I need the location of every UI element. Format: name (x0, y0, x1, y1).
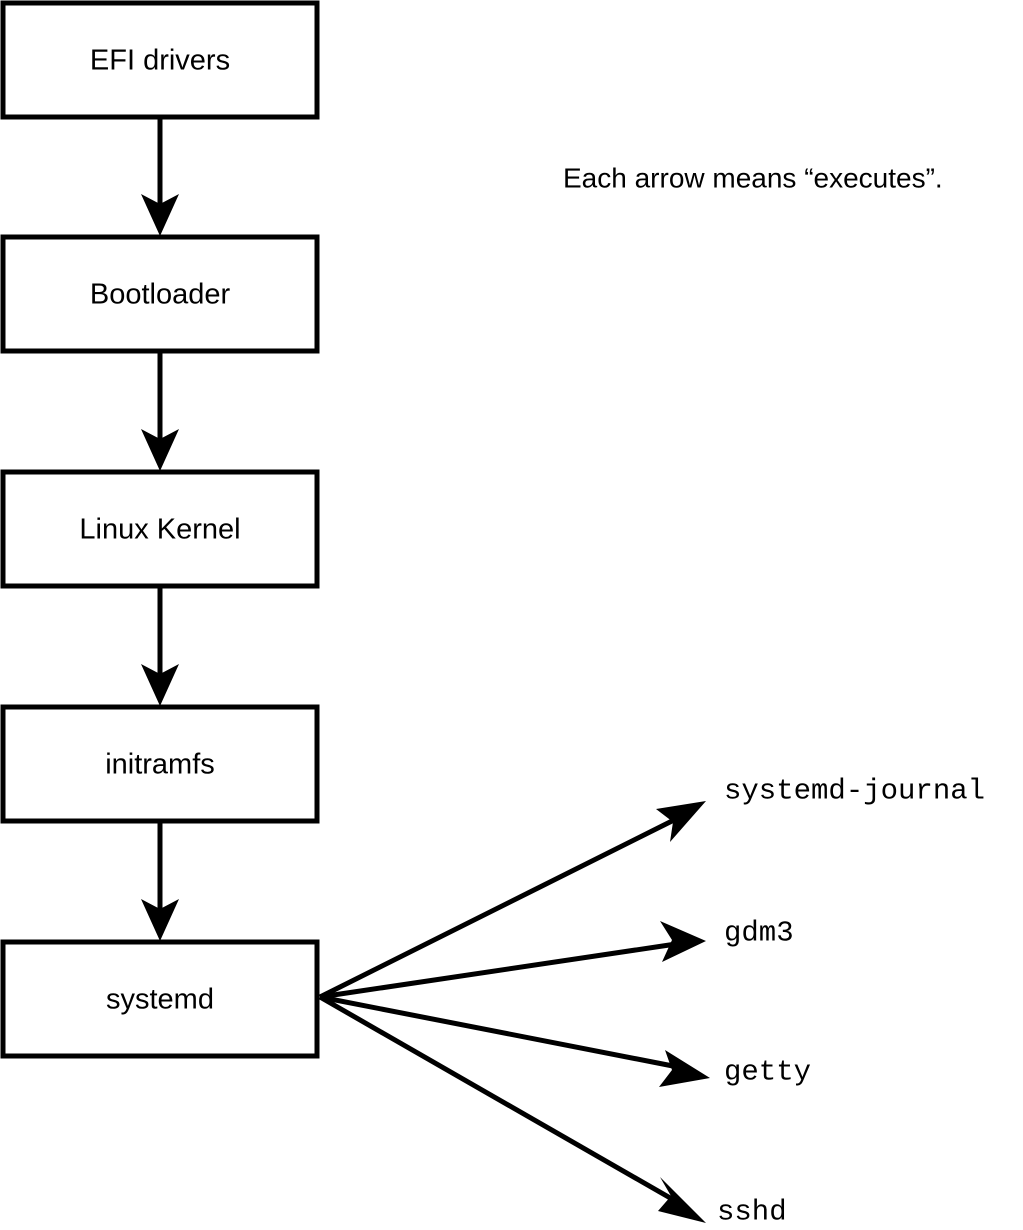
node-bootloader[interactable]: Bootloader (0, 234, 320, 354)
arrow-systemd-to-sshd (318, 994, 706, 1223)
arrow-shaft (318, 994, 674, 1202)
legend-caption: Each arrow means “executes”. (563, 162, 943, 193)
arrow-head (141, 899, 179, 941)
service-label-systemd-journal: systemd-journal (724, 775, 985, 808)
arrow-head (141, 194, 179, 236)
node-systemd[interactable]: systemd (0, 939, 320, 1059)
node-box-efi-drivers (0, 0, 320, 120)
service-label-getty: getty (724, 1056, 811, 1089)
arrow-shaft (319, 994, 679, 1070)
arrow-systemd-to-getty (319, 994, 710, 1087)
node-label-bootloader: Bootloader (90, 279, 231, 311)
node-efi-drivers[interactable]: EFI drivers (0, 0, 320, 120)
service-label-sshd: sshd (717, 1196, 787, 1229)
service-label-gdm3: gdm3 (724, 917, 794, 950)
arrow-head (141, 429, 179, 471)
node-label-linux-kernel: Linux Kernel (79, 514, 240, 546)
arrow-linux-kernel-to-initramfs (141, 586, 179, 706)
node-box-bootloader (0, 234, 320, 354)
arrow-systemd-to-systemd-journal (318, 801, 706, 1000)
arrow-bootloader-to-linux-kernel (141, 351, 179, 471)
arrow-head (659, 1050, 710, 1087)
arrow-initramfs-to-systemd (141, 821, 179, 941)
arrow-head (141, 664, 179, 706)
arrow-systemd-to-gdm3 (319, 921, 706, 1000)
node-initramfs[interactable]: initramfs (0, 704, 320, 824)
arrow-shaft (318, 816, 678, 1000)
arrow-head (660, 921, 706, 962)
node-label-efi-drivers: EFI drivers (90, 45, 230, 77)
node-linux-kernel[interactable]: Linux Kernel (0, 469, 320, 589)
arrow-shaft (319, 941, 677, 1000)
arrow-head (656, 801, 706, 842)
arrow-head (658, 1177, 706, 1223)
node-box-systemd (0, 939, 320, 1059)
arrow-efi-to-bootloader (141, 117, 179, 236)
node-box-initramfs (0, 704, 320, 824)
node-label-systemd: systemd (106, 984, 214, 1016)
node-label-initramfs: initramfs (105, 749, 215, 781)
